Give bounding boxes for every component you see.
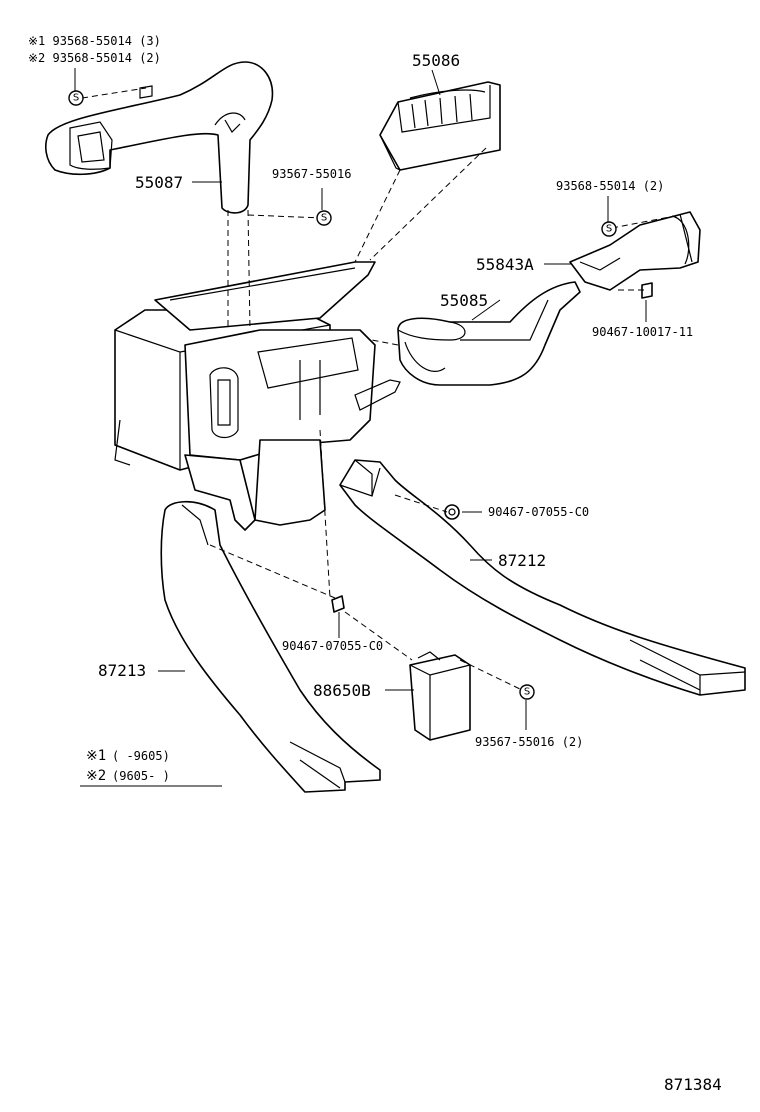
label-90467-07055-C0-right: 90467-07055-C0 [488,505,589,519]
label-87212: 87212 [498,551,546,570]
duct-87213 [160,500,381,793]
clip-symbol-55014: S [601,221,617,237]
legend-range-1: ( -9605) [112,749,170,763]
svg-text:S: S [73,93,79,104]
label-87213: 87213 [98,661,146,680]
leader-lines [74,68,647,730]
label-90467-07055-C0-mid: 90467-07055-C0 [282,639,383,653]
bolt-90467-07055-C0-mid [331,595,345,613]
note-2: ※2 93568-55014 (2) [28,51,161,65]
label-55843A: 55843A [476,255,534,274]
duct-55085 [397,281,581,386]
legend-range-2: (9605- ) [112,769,170,783]
clip-symbol-55016: S [316,210,332,226]
label-55086: 55086 [412,51,460,70]
label-93568-55014-2: 93568-55014 (2) [556,179,664,193]
duct-55087 [45,61,274,214]
bolt-90467-07055-C0-right [444,504,460,520]
bolt-90467-10017-11 [641,282,653,299]
duct-87212 [339,459,746,696]
assembly-lines [81,87,681,691]
heater-unit-assembly [114,261,401,531]
label-88650B: 88650B [313,681,371,700]
duct-55843A [569,211,701,291]
legend: ※1 ( -9605) ※2 (9605- ) [80,748,222,787]
label-90467-10017-11: 90467-10017-11 [592,325,693,339]
clip-symbol-55016-2: S [519,684,535,700]
svg-text:S: S [524,687,530,698]
svg-text:S: S [606,224,612,235]
legend-mark-2: ※2 [86,768,106,784]
figure-number: 871384 [664,1075,722,1094]
label-93567-55016: 93567-55016 [272,167,351,181]
label-93567-55016-2: 93567-55016 (2) [475,735,583,749]
clip-symbol-top-left: S [68,90,84,106]
svg-text:S: S [321,213,327,224]
label-55085: 55085 [440,291,488,310]
module-88650B [409,651,471,741]
legend-mark-1: ※1 [86,748,106,764]
note-1: ※1 93568-55014 (3) [28,34,161,48]
register-55086 [379,81,501,171]
label-55087: 55087 [135,173,183,192]
